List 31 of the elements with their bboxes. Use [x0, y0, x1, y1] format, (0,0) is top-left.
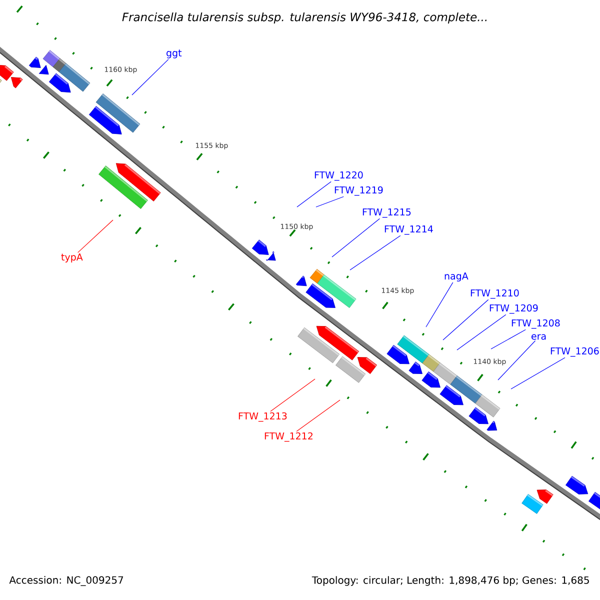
leader-line: [426, 282, 454, 328]
leader-line: [490, 329, 526, 350]
gene-label: FTW_1208: [512, 319, 560, 329]
gene-label: FTW_1210: [470, 289, 519, 299]
leader-line: [442, 299, 489, 340]
gene-label: FTW_1206: [550, 347, 599, 357]
gene-label: FTW_1220: [314, 171, 363, 181]
leader-line: [296, 181, 332, 208]
leader-line: [350, 235, 401, 270]
info-text: Accession: NC_009257: [9, 576, 124, 586]
info-text: Topology: circular; Length: 1,898,476 bp; Genes: 1,685: [312, 576, 589, 586]
gene-label: FTW_1212: [264, 432, 312, 442]
leader-line: [296, 400, 340, 432]
leader-line: [270, 378, 316, 412]
leader-line: [456, 314, 506, 350]
leader-line: [78, 220, 114, 253]
leader-line: [510, 357, 566, 390]
gene-label: FTW_1213: [238, 412, 287, 422]
leader-line: [332, 218, 380, 258]
gene-label: nagA: [444, 272, 468, 282]
gene-label: ggt: [166, 50, 182, 58]
leader-line: [316, 196, 344, 208]
gene-label: FTW_1214: [384, 225, 433, 235]
gene-label: typA: [61, 254, 83, 262]
gene-label: FTW_1215: [362, 208, 411, 218]
gene-label: era: [532, 334, 546, 340]
title: Francisella tularensis subsp. tularensis WY96-3418, complete...: [122, 12, 487, 24]
leader-line: [498, 340, 536, 380]
gene-label: FTW_1209: [490, 304, 538, 314]
gene-label: FTW_1219: [334, 186, 383, 196]
leader-line: [132, 59, 169, 96]
